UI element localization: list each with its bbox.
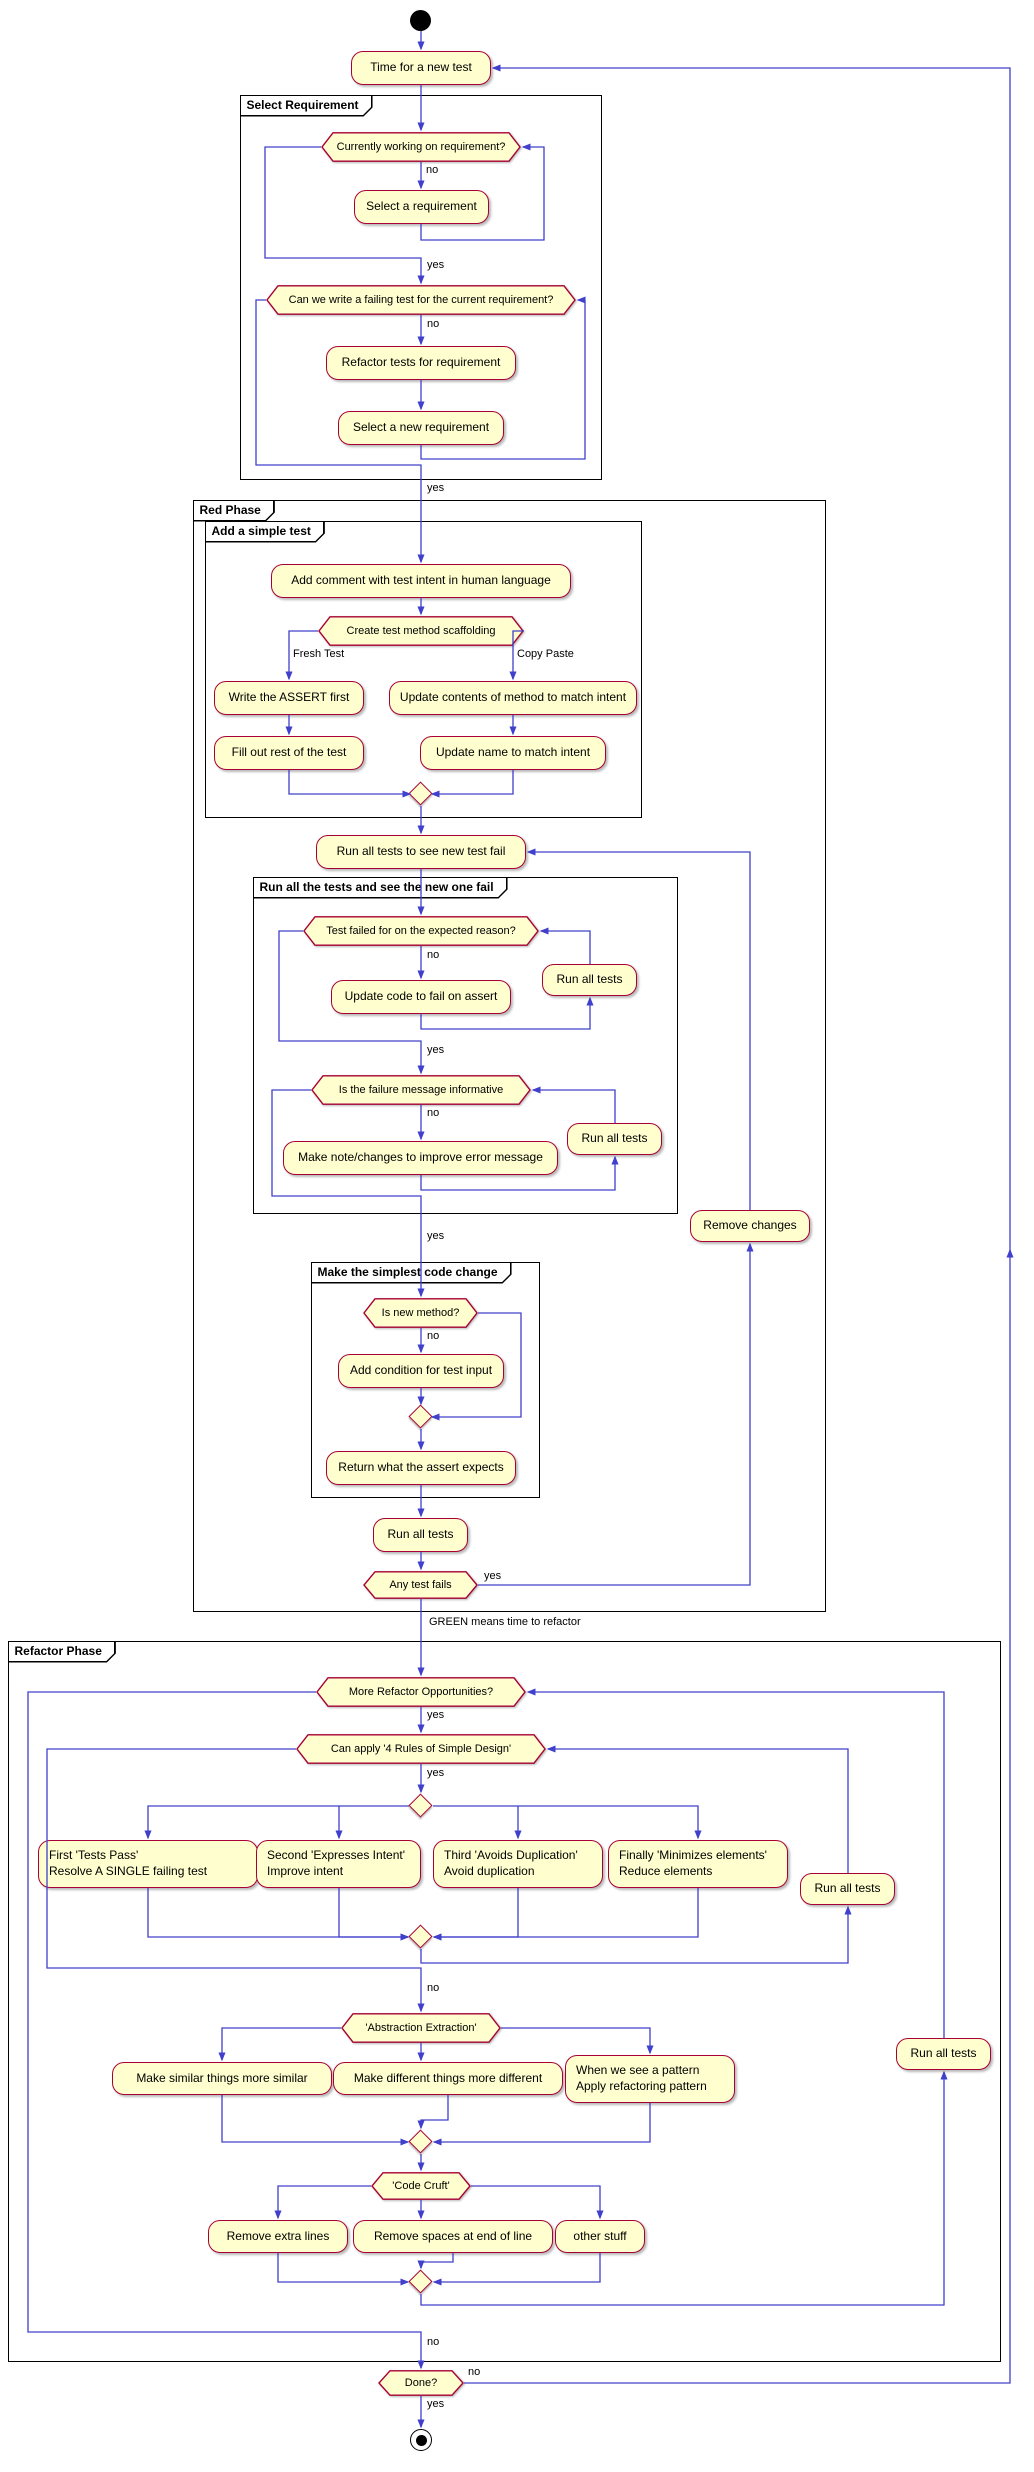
activity-select-new-requirement: Select a new requirement: [338, 411, 504, 445]
end-node: [410, 2429, 432, 2451]
decision-done: Done?: [378, 2370, 464, 2396]
edge-label-no: no: [427, 1982, 440, 1994]
edge-label-no: no: [427, 1107, 440, 1119]
edge-label-copy-paste: Copy Paste: [517, 648, 574, 660]
end-node-dot: [415, 2434, 427, 2446]
activity-fill-out-rest: Fill out rest of the test: [214, 736, 364, 770]
partition-tab-refactor-phase: Refactor Phase: [8, 1641, 116, 1663]
activity-add-condition: Add condition for test input: [338, 1354, 504, 1388]
activity-make-different: Make different things more different: [333, 2062, 563, 2095]
edge-label-yes: yes: [427, 482, 445, 494]
edge-label-yes: yes: [484, 1570, 502, 1582]
activity-run-all-tests-a: Run all tests: [542, 964, 637, 996]
activity-rule-expresses-intent: Second 'Expresses Intent' Improve intent: [256, 1840, 421, 1888]
activity-run-tests-see-fail: Run all tests to see new test fail: [316, 835, 526, 869]
activity-remove-spaces: Remove spaces at end of line: [353, 2220, 553, 2253]
activity-remove-changes: Remove changes: [690, 1210, 810, 1242]
activity-refactor-tests: Refactor tests for requirement: [326, 346, 516, 380]
partition-tab-simplest-change: Make the simplest code change: [311, 1262, 512, 1284]
activity-update-code-fail: Update code to fail on assert: [331, 980, 511, 1014]
partition-tab-run-all-tests: Run all the tests and see the new one fa…: [253, 877, 508, 899]
activity-rule-avoids-duplication: Third 'Avoids Duplication' Avoid duplica…: [433, 1840, 603, 1888]
decision-abstraction-extraction: 'Abstraction Extraction': [341, 2013, 501, 2043]
edge-label-no: no: [426, 164, 439, 176]
decision-test-failed-expected: Test failed for on the expected reason?: [303, 916, 539, 946]
decision-any-test-fails: Any test fails: [363, 1571, 478, 1599]
activity-other-stuff: other stuff: [555, 2220, 645, 2253]
activity-remove-extra-lines: Remove extra lines: [208, 2220, 348, 2253]
edge-label-no: no: [427, 949, 440, 961]
edge-label-fresh-test: Fresh Test: [293, 648, 345, 660]
decision-more-refactor-opportunities: More Refactor Opportunities?: [316, 1677, 526, 1707]
activity-select-a-requirement: Select a requirement: [354, 190, 489, 224]
decision-failure-message-informative: Is the failure message informative: [311, 1075, 531, 1105]
start-node: [410, 10, 431, 31]
partition-tab-select-requirement: Select Requirement: [240, 95, 373, 117]
edge-label-no: no: [427, 2336, 440, 2348]
decision-can-apply-4-rules: Can apply '4 Rules of Simple Design': [296, 1734, 546, 1764]
edge-label-yes: yes: [427, 1767, 445, 1779]
activity-time-for-new-test: Time for a new test: [351, 51, 491, 85]
activity-rule-minimizes-elements: Finally 'Minimizes elements' Reduce elem…: [608, 1840, 788, 1888]
activity-run-all-tests-d: Run all tests: [800, 1873, 895, 1905]
edge-label-no: no: [468, 2366, 481, 2378]
activity-write-assert-first: Write the ASSERT first: [214, 681, 364, 715]
partition-tab-red-phase: Red Phase: [193, 500, 275, 522]
activity-make-similar: Make similar things more similar: [112, 2062, 332, 2095]
activity-run-all-tests-c: Run all tests: [373, 1518, 468, 1552]
edge-label-no: no: [427, 1330, 440, 1342]
edge-label-yes: yes: [427, 259, 445, 271]
edge-label-yes: yes: [427, 1230, 445, 1242]
activity-refactoring-pattern: When we see a pattern Apply refactoring …: [565, 2055, 735, 2103]
partition-tab-add-simple-test: Add a simple test: [205, 521, 325, 543]
edge-label-yes: yes: [427, 1044, 445, 1056]
activity-update-name: Update name to match intent: [420, 736, 606, 770]
activity-run-all-tests-e: Run all tests: [896, 2038, 991, 2070]
decision-is-new-method: Is new method?: [363, 1298, 478, 1328]
activity-rule-tests-pass: First 'Tests Pass' Resolve A SINGLE fail…: [38, 1840, 258, 1888]
decision-can-write-failing-test: Can we write a failing test for the curr…: [266, 285, 576, 315]
decision-create-scaffolding: Create test method scaffolding: [318, 616, 524, 646]
edge-label-no: no: [427, 318, 440, 330]
decision-currently-working: Currently working on requirement?: [321, 132, 521, 162]
edge-label-green-note: GREEN means time to refactor: [429, 1616, 581, 1628]
decision-code-cruft: 'Code Cruft': [371, 2172, 471, 2200]
activity-make-note: Make note/changes to improve error messa…: [283, 1141, 558, 1175]
activity-update-contents: Update contents of method to match inten…: [389, 681, 637, 715]
partition-run-all-tests: Run all the tests and see the new one fa…: [253, 877, 678, 1214]
partition-select-requirement: Select Requirement: [240, 95, 602, 480]
activity-run-all-tests-b: Run all tests: [567, 1123, 662, 1155]
edge-label-yes: yes: [427, 1709, 445, 1721]
activity-return-assert-expects: Return what the assert expects: [326, 1451, 516, 1485]
edge-label-yes: yes: [427, 2398, 445, 2410]
activity-add-comment: Add comment with test intent in human la…: [271, 564, 571, 598]
